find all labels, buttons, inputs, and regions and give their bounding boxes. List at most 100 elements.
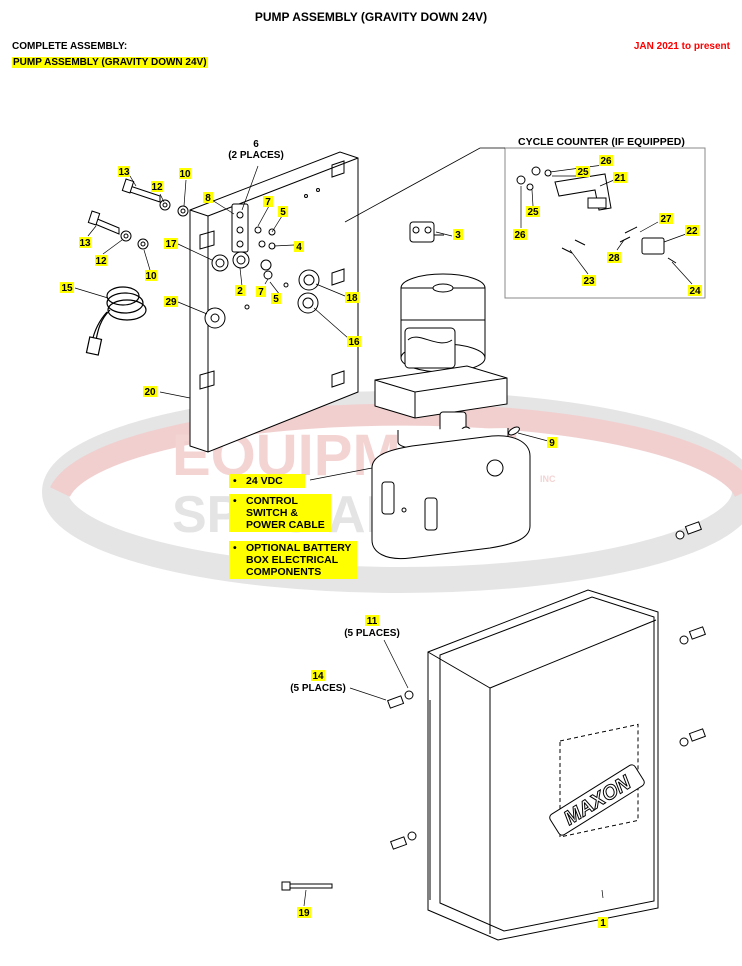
callout-10b: 10 <box>145 270 157 282</box>
svg-text:27: 27 <box>660 214 672 225</box>
callout-26a: 26 <box>599 155 613 167</box>
note-control-line1: CONTROL <box>232 495 328 507</box>
callout-22: 22 <box>685 225 699 237</box>
note-battery-line3: COMPONENTS <box>246 566 322 578</box>
svg-text:11: 11 <box>367 616 378 627</box>
svg-text:8: 8 <box>205 193 211 204</box>
callout-28: 28 <box>607 252 621 264</box>
battery-box-cover: MAXON <box>427 589 659 941</box>
svg-text:9: 9 <box>549 438 555 449</box>
callout-6: 6 (2 PLACES) <box>228 139 284 161</box>
svg-text:29: 29 <box>165 297 177 308</box>
callout-23: 23 <box>582 275 596 287</box>
svg-text:12: 12 <box>95 256 107 267</box>
svg-text:26: 26 <box>514 230 526 241</box>
svg-text:5: 5 <box>280 207 286 218</box>
fourteen-places: (5 PLACES) <box>290 683 346 694</box>
svg-text:13: 13 <box>79 238 91 249</box>
callout-15: 15 <box>60 282 74 294</box>
svg-text:5: 5 <box>273 294 279 305</box>
note-battery-line2: BOX ELECTRICAL <box>246 554 339 566</box>
svg-text:10: 10 <box>179 169 191 180</box>
svg-text:4: 4 <box>296 242 302 253</box>
svg-text:28: 28 <box>608 253 620 264</box>
svg-text:18: 18 <box>346 293 358 304</box>
callout-26b: 26 <box>513 229 527 241</box>
power-cable <box>85 286 147 356</box>
page-title: PUMP ASSEMBLY (GRAVITY DOWN 24V) <box>254 10 488 24</box>
callout-25a: 25 <box>576 166 590 178</box>
watermark-suffix: INC <box>540 474 556 484</box>
note-control-line2: SWITCH & <box>246 507 298 519</box>
svg-text:10: 10 <box>145 271 157 282</box>
callout-19: 19 <box>297 907 311 919</box>
cable-tie <box>281 881 333 891</box>
callout-21: 21 <box>613 172 627 184</box>
callout-4: 4 <box>294 241 304 253</box>
callout-10a: 10 <box>179 168 191 180</box>
svg-text:26: 26 <box>600 156 612 167</box>
svg-text:14: 14 <box>312 671 324 682</box>
callouts: 13 12 10 13 12 10 15 17 8 6 (2 PLACES) 7… <box>60 139 702 929</box>
callout-1: 1 <box>598 917 608 929</box>
callout-11: 11 (5 PLACES) <box>344 615 400 639</box>
svg-text:20: 20 <box>144 387 156 398</box>
note-optional-battery: OPTIONAL BATTERY BOX ELECTRICAL COMPONEN… <box>229 541 357 579</box>
svg-text:21: 21 <box>614 173 626 184</box>
note-control-line3: POWER CABLE <box>246 519 325 531</box>
svg-text:3: 3 <box>455 230 461 241</box>
fitting-9 <box>508 426 520 436</box>
callout-18: 18 <box>345 292 359 304</box>
hardware-left <box>87 178 189 250</box>
svg-text:7: 7 <box>265 197 271 208</box>
svg-text:25: 25 <box>527 207 539 218</box>
note-24vdc: 24 VDC <box>229 474 305 488</box>
svg-text:24: 24 <box>689 286 701 297</box>
six-places: (2 PLACES) <box>228 150 284 161</box>
callout-7b: 7 <box>256 286 266 298</box>
callout-2: 2 <box>235 285 245 297</box>
callout-12a: 12 <box>151 181 163 193</box>
callout-20: 20 <box>143 386 157 398</box>
svg-text:2: 2 <box>237 286 243 297</box>
callout-29: 29 <box>164 296 178 308</box>
cycle-counter-inset: CYCLE COUNTER (IF EQUIPPED) <box>344 136 706 299</box>
callout-9: 9 <box>547 437 557 449</box>
pump-motor <box>371 273 531 560</box>
callout-13b: 13 <box>79 237 91 249</box>
callout-7a: 7 <box>263 196 273 208</box>
svg-text:13: 13 <box>118 167 130 178</box>
callout-14: 14 (5 PLACES) <box>290 670 346 694</box>
complete-assembly-label: COMPLETE ASSEMBLY: <box>12 41 128 52</box>
callout-17: 17 <box>164 238 178 250</box>
date-range: JAN 2021 to present <box>633 41 730 52</box>
svg-text:1: 1 <box>600 918 606 929</box>
callout-16: 16 <box>347 336 361 348</box>
svg-text:25: 25 <box>577 167 589 178</box>
note-control-switch: CONTROL SWITCH & POWER CABLE <box>229 494 331 532</box>
svg-text:23: 23 <box>583 276 595 287</box>
callout-5b: 5 <box>271 293 281 305</box>
note-24vdc-text: 24 VDC <box>232 475 302 487</box>
leader-lines <box>74 164 693 907</box>
svg-text:19: 19 <box>298 908 310 919</box>
callout-12b: 12 <box>95 255 107 267</box>
callout-3: 3 <box>453 229 463 241</box>
svg-text:12: 12 <box>151 182 163 193</box>
callout-25b: 25 <box>526 206 540 218</box>
callout-13a: 13 <box>118 166 130 178</box>
callout-8: 8 <box>203 192 213 204</box>
assembly-name-link[interactable]: PUMP ASSEMBLY (GRAVITY DOWN 24V) <box>12 57 208 68</box>
cover-bolts <box>387 521 706 850</box>
svg-text:17: 17 <box>165 239 177 250</box>
callout-5a: 5 <box>278 206 288 218</box>
solenoid-bracket <box>204 203 320 329</box>
svg-text:22: 22 <box>686 226 698 237</box>
note-battery-line1: OPTIONAL BATTERY <box>232 542 354 554</box>
svg-text:15: 15 <box>61 283 73 294</box>
callout-24: 24 <box>688 285 702 297</box>
solenoid-3 <box>409 221 444 243</box>
eleven-places: (5 PLACES) <box>344 628 400 639</box>
svg-text:7: 7 <box>258 287 264 298</box>
